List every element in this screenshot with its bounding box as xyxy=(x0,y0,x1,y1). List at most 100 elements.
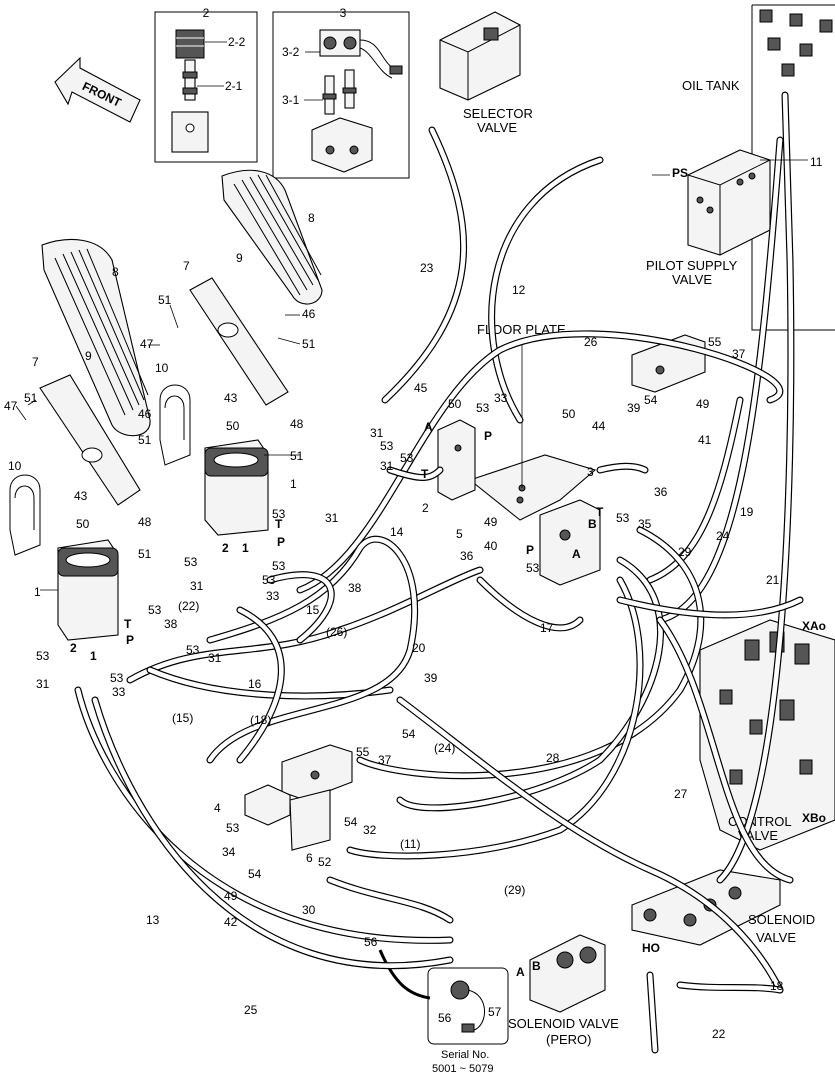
label-53j: 53 xyxy=(400,451,414,465)
label-22: 22 xyxy=(712,1027,726,1041)
leader-lines xyxy=(15,159,808,591)
label-33b: 33 xyxy=(112,685,126,699)
pedal-8-right xyxy=(221,169,323,305)
block-55-bottom xyxy=(281,744,353,851)
block-4 xyxy=(244,784,291,826)
label-15p: (15) xyxy=(172,711,193,725)
label-12: 12 xyxy=(512,283,526,297)
inset-3-number: 3 xyxy=(340,6,347,20)
label-53l: 53 xyxy=(526,561,540,575)
solenoid-coils-3-2 xyxy=(319,29,403,79)
label-47b: 47 xyxy=(4,399,18,413)
port-ps: PS xyxy=(672,166,688,180)
solenoid-valve-pero: SOLENOID VALVE (PERO) xyxy=(508,934,619,1047)
label-53h: 53 xyxy=(110,671,124,685)
cartridges-3-1 xyxy=(322,69,357,115)
label-31f: 31 xyxy=(380,459,394,473)
label-37b: 37 xyxy=(732,347,746,361)
label-53c: 53 xyxy=(272,507,286,521)
port-ho: HO xyxy=(642,941,660,955)
label-53g: 53 xyxy=(36,649,50,663)
num-2-a: 2 xyxy=(222,541,229,555)
label-46a: 46 xyxy=(302,307,316,321)
label-21: 21 xyxy=(766,573,780,587)
port-a-right: A xyxy=(572,547,581,561)
label-38a: 38 xyxy=(164,617,178,631)
label-20: 20 xyxy=(412,641,426,655)
label-14: 14 xyxy=(390,525,404,539)
serial-inset: 56 57 Serial No. 5001 ~ 5079 xyxy=(378,949,509,1075)
label-31e: 31 xyxy=(370,426,384,440)
label-15: 15 xyxy=(306,603,320,617)
label-29p: (29) xyxy=(504,883,525,897)
port-t-2: T xyxy=(124,617,132,631)
label-26p: (26) xyxy=(326,625,347,639)
label-54c: 54 xyxy=(344,815,358,829)
oil-tank: OIL TANK xyxy=(682,4,835,331)
label-56-inset: 56 xyxy=(438,1011,452,1025)
port-p-right: P xyxy=(526,543,534,557)
serial-label-1: Serial No. xyxy=(441,1049,489,1061)
port-t-1: T xyxy=(275,517,283,531)
label-32: 32 xyxy=(363,823,377,837)
label-18: 18 xyxy=(770,979,784,993)
selector-valve: SELECTOR VALVE xyxy=(439,11,533,135)
label-54a: 54 xyxy=(402,727,416,741)
label-56: 56 xyxy=(364,935,378,949)
label-8b: 8 xyxy=(308,211,315,225)
port-a-pero: A xyxy=(516,965,525,979)
label-11: 11 xyxy=(810,155,823,169)
pilot-supply-valve: PS PILOT SUPPLY VALVE xyxy=(646,149,771,287)
port-b-right: B xyxy=(588,517,597,531)
inset-box-2: 2 2-2 2-1 xyxy=(154,6,258,163)
label-43b: 43 xyxy=(74,489,88,503)
num-2-b: 2 xyxy=(70,641,77,655)
label-2-1: 2-1 xyxy=(225,79,243,93)
num-1-a: 1 xyxy=(242,541,249,555)
hoses xyxy=(74,91,804,1054)
label-4: 4 xyxy=(214,801,221,815)
label-38b: 38 xyxy=(348,581,362,595)
label-55a: 55 xyxy=(356,745,370,759)
label-10a: 10 xyxy=(155,361,169,375)
label-8a: 8 xyxy=(112,265,119,279)
floor-plate: FLOOR PLATE xyxy=(468,322,597,521)
port-p-top: P xyxy=(484,429,492,443)
label-46b: 46 xyxy=(138,407,152,421)
label-31c: 31 xyxy=(208,651,222,665)
label-37a: 37 xyxy=(378,753,392,767)
label-55b: 55 xyxy=(708,335,722,349)
oil-tank-label: OIL TANK xyxy=(682,78,740,93)
label-48a: 48 xyxy=(290,417,304,431)
label-33a: 33 xyxy=(266,589,280,603)
label-40: 40 xyxy=(484,539,498,553)
port-b-pero: B xyxy=(532,959,541,973)
inset-2-number: 2 xyxy=(203,6,210,20)
port-p-1: P xyxy=(277,535,285,549)
inset-3-frame xyxy=(272,11,410,179)
selector-valve-label-2: VALVE xyxy=(477,120,517,135)
label-53f: 53 xyxy=(186,643,200,657)
label-25: 25 xyxy=(244,1003,258,1017)
label-49b: 49 xyxy=(484,515,498,529)
label-6: 6 xyxy=(306,851,313,865)
label-50a: 50 xyxy=(226,419,240,433)
label-19: 19 xyxy=(740,505,754,519)
label-51a: 51 xyxy=(158,293,172,307)
pilot-supply-label-2: VALVE xyxy=(672,272,712,287)
label-29: 29 xyxy=(678,545,692,559)
label-2-2: 2-2 xyxy=(228,35,246,49)
label-39a: 39 xyxy=(424,671,438,685)
label-3-mid: 3 xyxy=(587,465,594,479)
label-49a: 49 xyxy=(224,889,238,903)
label-54b: 54 xyxy=(644,393,658,407)
num-1-b: 1 xyxy=(90,649,97,663)
label-39b: 39 xyxy=(627,401,641,415)
label-24p: (24) xyxy=(434,741,455,755)
label-1a: 1 xyxy=(290,477,297,491)
label-51b: 51 xyxy=(302,337,316,351)
label-23: 23 xyxy=(420,261,434,275)
label-31d: 31 xyxy=(36,677,50,691)
